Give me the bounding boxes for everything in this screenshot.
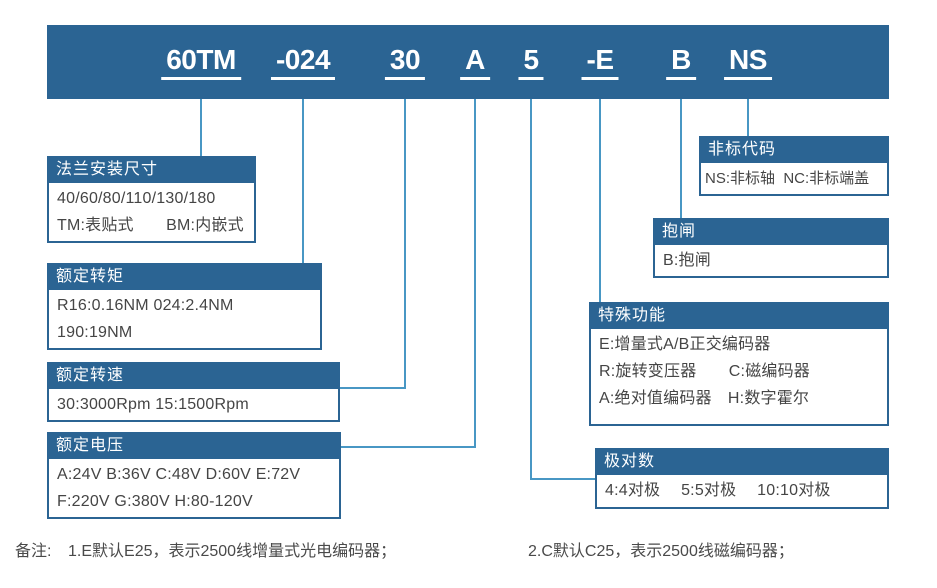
infobox-flange-size-line: 40/60/80/110/130/180 (57, 190, 216, 207)
connector-pole-pairs-line (530, 99, 532, 480)
code-segment-pole-pairs: 5 (518, 45, 544, 80)
infobox-special-function-line: A:绝对值编码器 H:数字霍尔 (599, 390, 810, 407)
infobox-pole-pairs-title: 极对数 (595, 448, 889, 475)
notes-label: 备注: (15, 543, 52, 560)
infobox-rated-torque-line: R16:0.16NM 024:2.4NM (57, 297, 234, 314)
infobox-rated-voltage-title: 额定电压 (47, 432, 341, 459)
connector-special-function-line (599, 99, 601, 302)
infobox-nonstandard-code-title: 非标代码 (699, 136, 889, 163)
infobox-rated-voltage-line: A:24V B:36V C:48V D:60V E:72V (57, 466, 301, 483)
infobox-nonstandard-code-line: NS:非标轴 NC:非标端盖 (705, 170, 870, 187)
infobox-special-function: 特殊功能 E:增量式A/B正交编码器 R:旋转变压器 C:磁编码器 A:绝对值编… (589, 302, 889, 426)
note-item-2: 2.C默认C25，表示2500线磁编码器； (528, 543, 794, 560)
code-segment-brake: B (666, 45, 696, 80)
infobox-rated-voltage: 额定电压 A:24V B:36V C:48V D:60V E:72V F:220… (47, 432, 341, 519)
connector-voltage-line (474, 99, 476, 448)
infobox-flange-size-title: 法兰安装尺寸 (47, 156, 256, 183)
infobox-brake: 抱闸 B:抱闸 (653, 218, 889, 278)
infobox-special-function-line: E:增量式A/B正交编码器 (599, 336, 771, 353)
infobox-brake-title: 抱闸 (653, 218, 889, 245)
code-segment-voltage: A (460, 45, 490, 80)
code-segment-speed: 30 (384, 45, 426, 80)
infobox-pole-pairs: 极对数 4:4对极 5:5对极 10:10对极 (595, 448, 889, 509)
connector-nonstandard-line (747, 99, 749, 136)
connector-brake-line (680, 99, 682, 218)
infobox-flange-size: 法兰安装尺寸 40/60/80/110/130/180 TM:表贴式 BM:内嵌… (47, 156, 256, 243)
infobox-special-function-title: 特殊功能 (589, 302, 889, 329)
infobox-brake-line: B:抱闸 (663, 252, 711, 269)
connector-speed-line (404, 99, 406, 389)
infobox-rated-torque-line: 190:19NM (57, 324, 133, 341)
infobox-rated-speed-line: 30:3000Rpm 15:1500Rpm (57, 396, 249, 413)
infobox-special-function-line: R:旋转变压器 C:磁编码器 (599, 363, 811, 380)
note-item-1: 1.E默认E25，表示2500线增量式光电编码器； (68, 543, 397, 560)
model-code-bar (47, 25, 889, 99)
code-segment-special-function: -E (581, 45, 619, 80)
connector-voltage-line (341, 446, 476, 448)
infobox-nonstandard-code: 非标代码 NS:非标轴 NC:非标端盖 (699, 136, 889, 196)
infobox-rated-torque-title: 额定转矩 (47, 263, 322, 290)
connector-pole-pairs-line (530, 478, 595, 480)
infobox-flange-size-line: TM:表贴式 BM:内嵌式 (57, 217, 244, 234)
infobox-rated-speed-title: 额定转速 (47, 362, 340, 389)
code-segment-nonstandard: NS (724, 45, 772, 80)
code-segment-torque: -024 (270, 45, 336, 80)
infobox-rated-torque: 额定转矩 R16:0.16NM 024:2.4NM 190:19NM (47, 263, 322, 350)
connector-frame-size-line (200, 99, 202, 156)
code-segment-frame-size: 60TM (161, 45, 241, 80)
infobox-rated-voltage-line: F:220V G:380V H:80-120V (57, 493, 253, 510)
connector-torque-line (302, 99, 304, 263)
connector-speed-line (340, 387, 406, 389)
infobox-rated-speed: 额定转速 30:3000Rpm 15:1500Rpm (47, 362, 340, 422)
infobox-pole-pairs-line: 4:4对极 5:5对极 10:10对极 (605, 482, 831, 499)
